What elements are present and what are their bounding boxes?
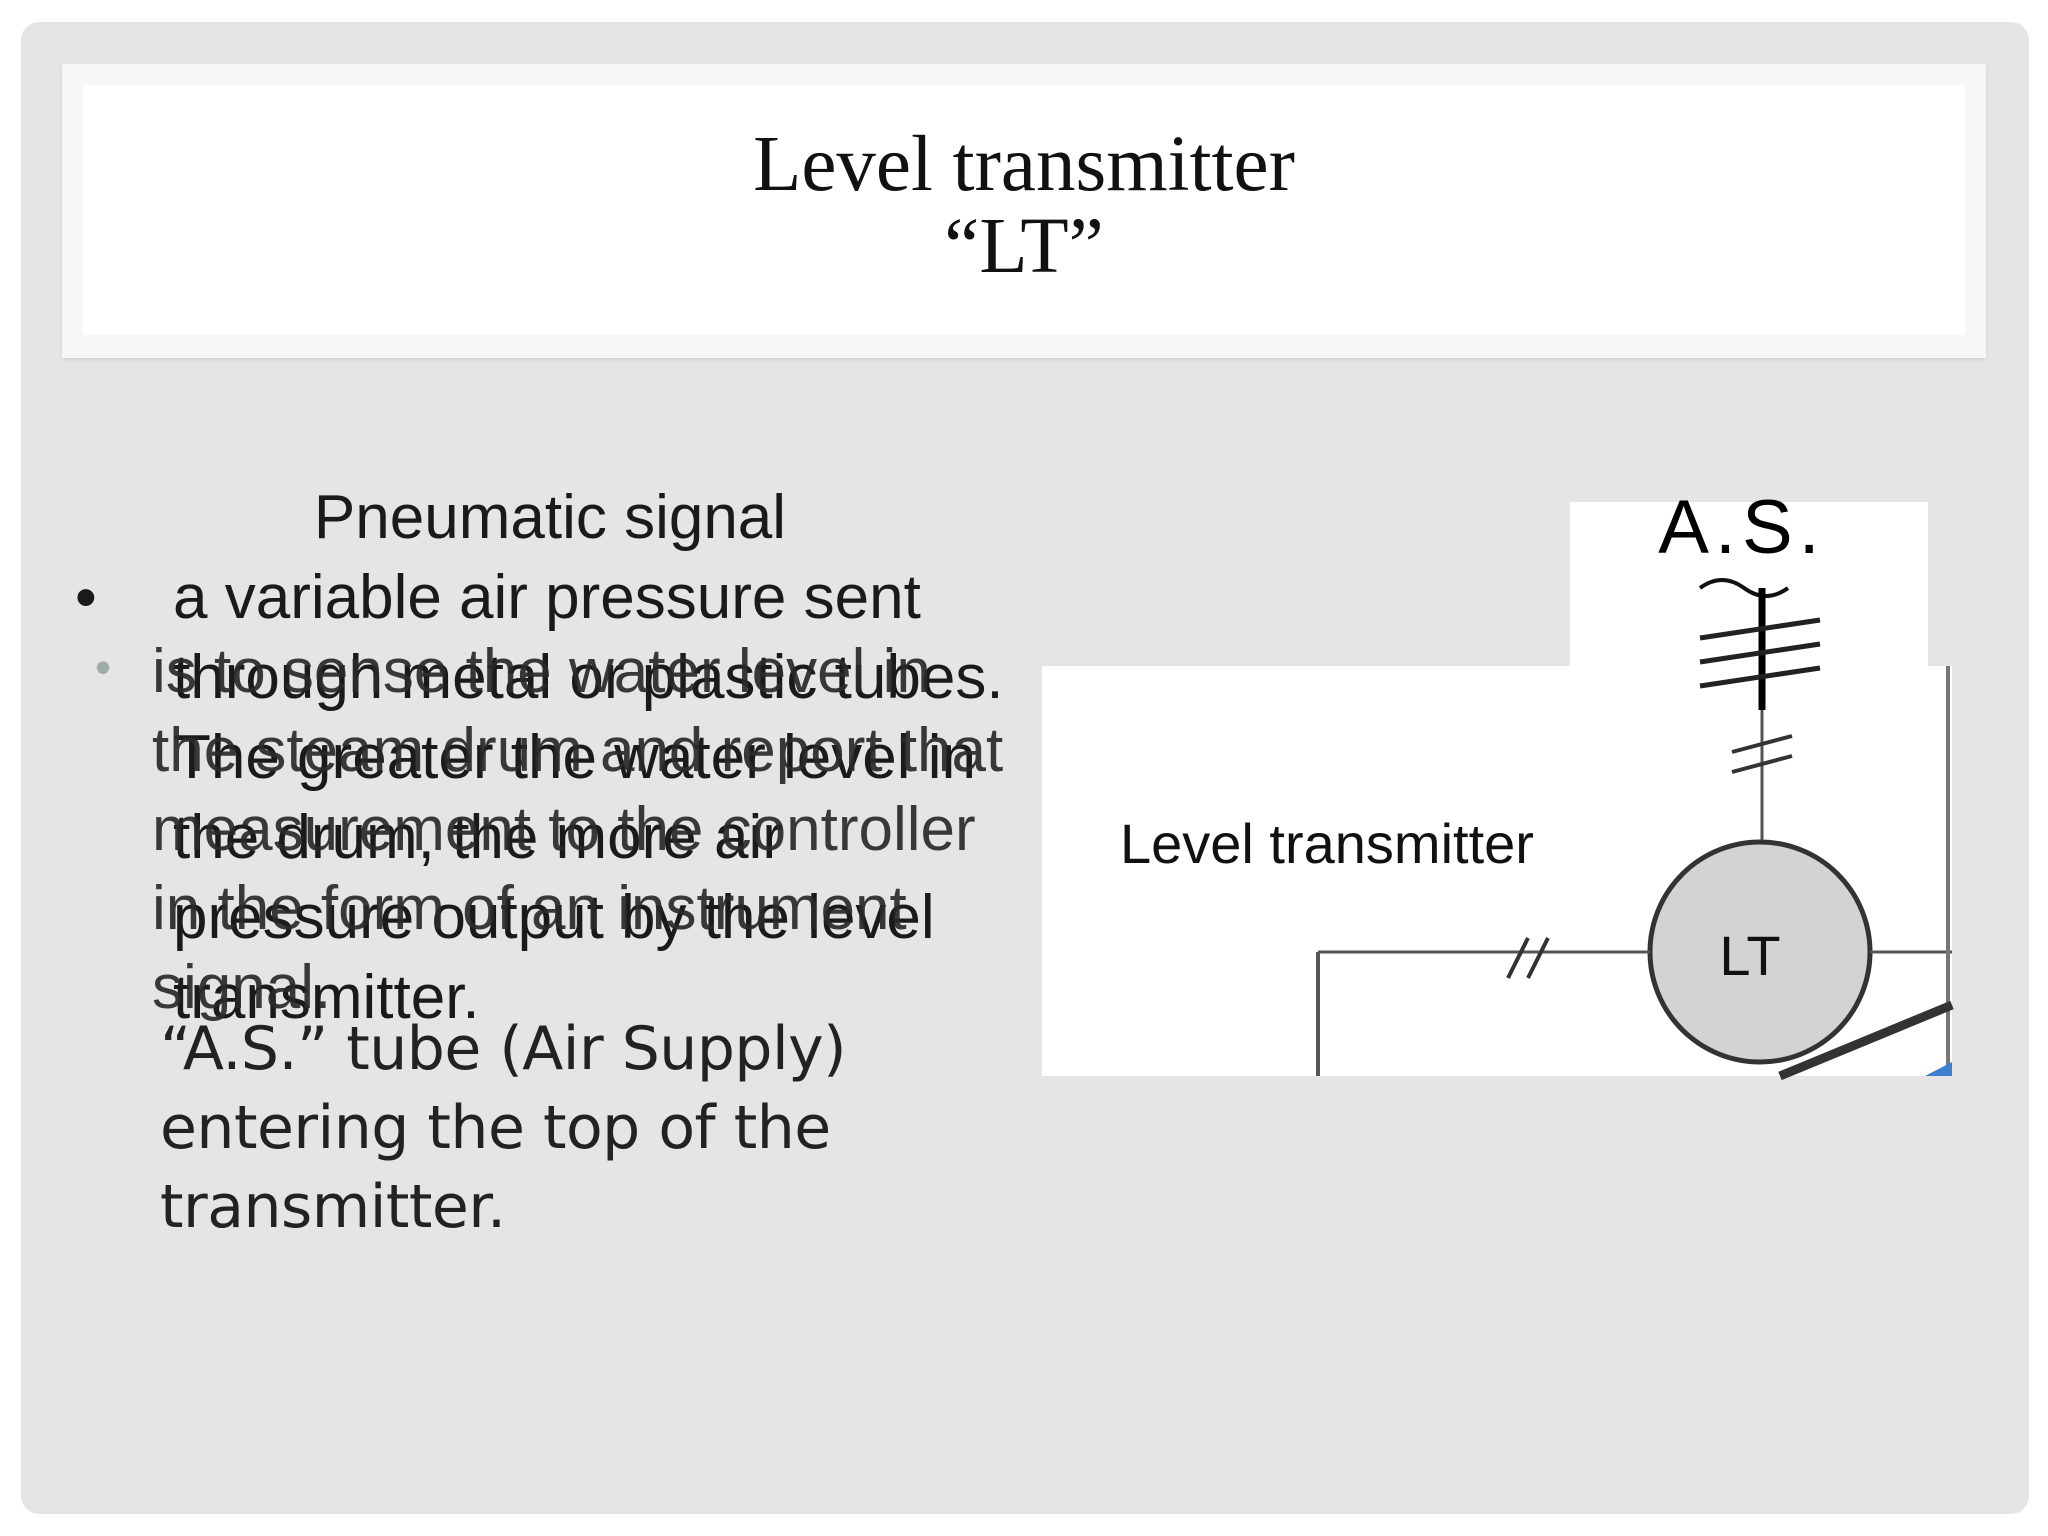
slide-title: Level transmitter xyxy=(753,121,1295,208)
text-layer-continuation: “A.S.” tube (Air Supply) entering the to… xyxy=(160,1010,1040,1247)
continuation-text: “A.S.” tube (Air Supply) entering the to… xyxy=(160,1014,847,1242)
bullet-text: a variable air pressure sent through met… xyxy=(173,563,1004,1032)
text-layer-overlap: • is to sense the water level in the ste… xyxy=(95,632,1025,1027)
title-box: Level transmitter “LT” xyxy=(83,85,1965,335)
slide-subtitle: “LT” xyxy=(944,203,1104,290)
section-heading: Pneumatic signal xyxy=(313,483,787,552)
bullet-item: • a variable air pressure sent through m… xyxy=(75,558,1015,1038)
text-layer-primary: Pneumatic signal • a variable air pressu… xyxy=(75,478,1015,1038)
bullet-dot: • xyxy=(75,563,97,632)
bullet-dot: • xyxy=(95,641,112,693)
bullet-text-overlap: is to sense the water level in the steam… xyxy=(152,637,1004,1022)
title-frame: Level transmitter “LT” xyxy=(62,64,1986,358)
bullet-item-overlap: • is to sense the water level in the ste… xyxy=(95,632,1025,1027)
